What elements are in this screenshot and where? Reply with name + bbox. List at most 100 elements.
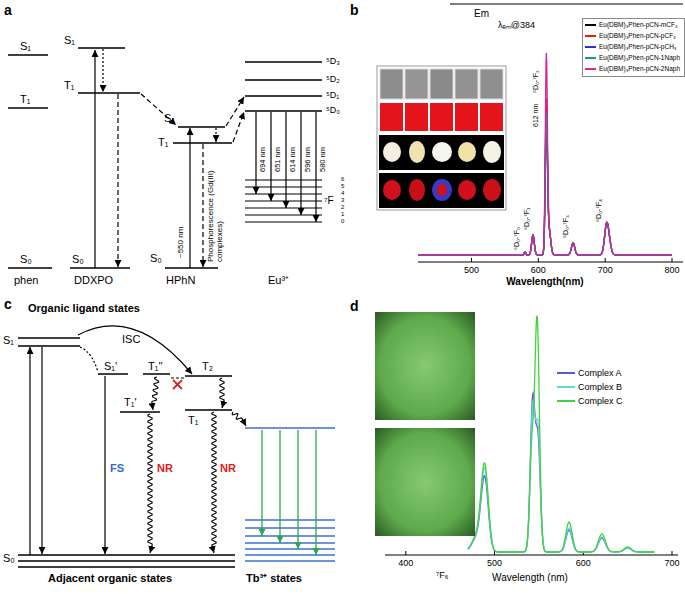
level-label: T₁' xyxy=(124,396,137,409)
energy-level xyxy=(8,267,52,269)
inset-photo xyxy=(377,66,506,210)
emission-arrow xyxy=(297,430,298,549)
plot-axis xyxy=(494,551,495,555)
level-label: S₁' xyxy=(104,360,117,373)
axis-title: Wavelength (nm) xyxy=(492,572,568,584)
ion-name: Eu³⁺ xyxy=(268,274,289,287)
transition-arrow xyxy=(255,112,256,194)
legend-text: Eu(DBM)₃Phen-pCN-mCF₃ xyxy=(599,21,678,28)
lanthanide-level xyxy=(245,535,335,536)
inset-photo xyxy=(405,69,428,99)
level-label: T₁ xyxy=(158,136,168,149)
wavelength-label: 651 nm xyxy=(274,147,283,172)
legend-text: Complex B xyxy=(578,382,622,392)
panel-letter: c xyxy=(4,296,12,312)
energy-level xyxy=(18,345,80,347)
energy-level xyxy=(70,267,130,269)
j-number: 2 xyxy=(341,204,344,211)
transition-arrow xyxy=(202,144,203,267)
plot-axis xyxy=(418,262,683,263)
ground-multiplet xyxy=(245,221,322,222)
level-label: T₁ xyxy=(64,79,74,92)
nonradiative-arrow xyxy=(148,414,152,553)
wavelength-label: 580 nm xyxy=(319,147,328,172)
process-label: NR xyxy=(157,462,173,475)
nonradiative-arrow xyxy=(212,412,216,553)
ground-multiplet xyxy=(245,200,322,201)
axis-tick: 500 xyxy=(487,558,502,568)
inset-photo xyxy=(379,173,504,208)
legend-text: Complex A xyxy=(578,368,622,378)
legend-swatch xyxy=(585,46,596,48)
energy-level xyxy=(173,142,232,144)
energy-level xyxy=(18,566,235,568)
energy-level xyxy=(8,48,322,268)
level-label: T₁ xyxy=(188,414,198,427)
energy-level xyxy=(18,554,235,556)
legend-swatch xyxy=(585,68,596,70)
transition-arrow xyxy=(104,376,105,554)
axis-tick: 600 xyxy=(576,558,591,568)
level-label: T₁ xyxy=(20,93,30,106)
state-heading: Tb³⁺ states xyxy=(246,572,302,585)
molecule-name: HPhN xyxy=(166,274,195,287)
level-label: S₀ xyxy=(150,252,162,265)
inset-photo xyxy=(455,69,478,99)
process-label: FS xyxy=(110,462,124,475)
inset-photo xyxy=(379,135,504,170)
transition-label: ⁵D₀-⁷F₀ xyxy=(513,227,521,250)
plot-axis xyxy=(605,258,606,262)
spectrum-curve xyxy=(468,393,654,552)
inset-photo xyxy=(375,312,475,536)
nonradiative-arrow xyxy=(220,378,224,408)
level-label: ⁵D₀ xyxy=(326,105,340,115)
transition-label: ⁵D₀-⁷F₄ xyxy=(595,199,603,222)
inset-photo xyxy=(483,179,501,201)
lanthanide-level xyxy=(245,560,335,561)
legend-item: Eu(DBM)₃Phen-pCN-pCH₃ xyxy=(585,43,677,50)
transition-arrow xyxy=(270,112,271,201)
energy-level xyxy=(143,373,170,375)
level-label: S₀ xyxy=(72,253,84,266)
legend-text: Eu(DBM)₃Phen-pCN-1Naph xyxy=(599,54,680,61)
inset-photo xyxy=(409,141,425,163)
inset-photo xyxy=(430,69,453,99)
axis-tick: 700 xyxy=(598,265,613,275)
transition-arrow xyxy=(102,49,103,92)
legend-item: Eu(DBM)₃Phen-pCN-mCF₃ xyxy=(585,21,678,28)
j-number: 0 xyxy=(341,218,344,225)
panel-letter: d xyxy=(350,298,359,314)
molecule-name: phen xyxy=(14,274,38,287)
axis-tick: 400 xyxy=(398,558,413,568)
transition-label: ⁵D₀-⁷F₃ xyxy=(562,215,570,238)
inset-photo xyxy=(437,184,447,196)
inset-photo xyxy=(377,66,506,210)
emission-arrow xyxy=(315,430,316,555)
wavelength-label: 596 nm xyxy=(304,147,313,172)
inset-photo xyxy=(480,103,503,131)
spectrum-curve xyxy=(468,316,654,552)
legend-item: Eu(DBM)₃Phen-pCN-1Naph xyxy=(585,54,680,61)
axis-title: Wavelength(nm) xyxy=(506,276,583,288)
wavelength-label: 614 nm xyxy=(289,147,298,172)
energy-level xyxy=(18,337,80,339)
inset-photo xyxy=(458,180,476,200)
j-number: 1 xyxy=(341,211,344,218)
inset-photo xyxy=(458,142,476,162)
emission-arrow xyxy=(261,430,262,536)
excitation-label: λₑₘ@384 xyxy=(498,20,535,30)
transition-arrow xyxy=(29,347,30,555)
legend-item: Eu(DBM)₃Phen-pCN-2Naph xyxy=(585,65,680,72)
inset-photo xyxy=(375,312,475,420)
energy-level xyxy=(245,110,322,112)
legend-text: Complex C xyxy=(578,396,623,406)
axis-tick: 600 xyxy=(531,265,546,275)
inset-photo xyxy=(375,428,475,536)
energy-level xyxy=(18,338,235,567)
axis-tick: 500 xyxy=(464,265,479,275)
legend-swatch xyxy=(585,24,596,26)
inset-photo xyxy=(383,180,401,200)
level-label: S₁ xyxy=(20,40,31,53)
j-number: 6 xyxy=(341,176,344,183)
transition-arrow xyxy=(189,128,190,268)
